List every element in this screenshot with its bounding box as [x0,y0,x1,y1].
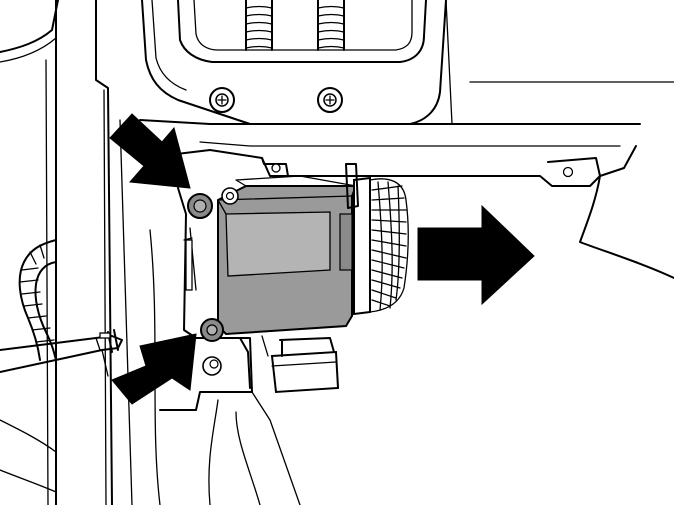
wiring-harness-icon [18,239,57,361]
mounting-bracket [159,141,674,279]
bolt-icon [187,193,213,219]
left-trim-panel [0,0,161,505]
screw-icon [317,87,343,113]
direction-arrow-icon [109,113,191,189]
screw-icon [271,163,281,173]
control-module [217,175,365,336]
center-console [139,0,674,125]
screw-icon [202,356,222,376]
dial-left [245,0,273,51]
screw-icon [209,87,235,113]
direction-arrow-icon [111,333,197,405]
screw-icon [221,187,239,205]
dial-right [317,0,345,51]
wiring-connector [345,163,409,316]
screwdriver-icon [0,329,123,377]
lower-connector [261,335,340,394]
screw-icon [562,166,574,178]
direction-arrow-icon [417,204,535,306]
lower-mounting-plate [159,187,301,505]
bolt-icon [200,318,224,342]
